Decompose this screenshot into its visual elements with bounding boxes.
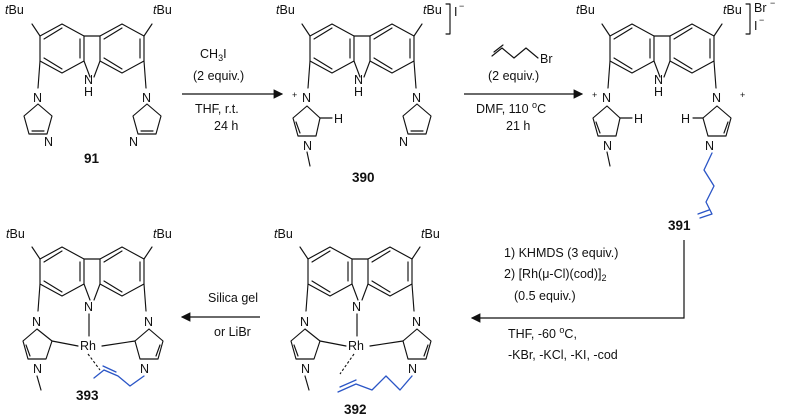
solvent-label: THF, r.t. (195, 102, 239, 116)
n-atom: N (129, 135, 138, 149)
n-atom: N (412, 91, 421, 105)
iodide-label: I (454, 5, 457, 19)
n-atom: N (408, 362, 417, 376)
bromide-reagent-label: Br (540, 52, 553, 66)
n-atom: N (705, 139, 714, 153)
nh-hydrogen: H (354, 85, 363, 99)
n-atom: N (84, 300, 93, 314)
condition-line: or LiBr (214, 325, 251, 339)
compound-label: 393 (76, 388, 99, 403)
tbu-label: tBu (723, 3, 742, 17)
time-label: 24 h (214, 119, 238, 133)
condition-line: (0.5 equiv.) (514, 289, 576, 303)
rh-atom: Rh (80, 339, 96, 353)
n-atom: N (602, 91, 611, 105)
nh-nitrogen: N (84, 73, 93, 87)
compound-label: 91 (84, 151, 100, 166)
nh-hydrogen: H (84, 85, 93, 99)
charge-minus: − (770, 0, 775, 8)
n-atom: N (301, 362, 310, 376)
compound-393: tBu tBu N Rh N N N N 393 (6, 227, 172, 403)
butenyl-chain (93, 369, 145, 387)
condition-line: 1) KHMDS (3 equiv.) (504, 246, 618, 260)
condition-line: 2) [Rh(μ-Cl)(cod)]2 (504, 267, 607, 283)
tbu-label: tBu (6, 227, 25, 241)
n-atom: N (142, 91, 151, 105)
n-atom: N (302, 91, 311, 105)
condition-line: THF, -60 oC, (508, 325, 577, 341)
tbu-label: tBu (276, 3, 295, 17)
butenyl-chain (337, 375, 413, 393)
h-atom: H (681, 112, 690, 126)
n-atom: N (412, 315, 421, 329)
n-atom: N (33, 362, 42, 376)
reaction-step-1: CH3I (2 equiv.) THF, r.t. 24 h (182, 47, 284, 133)
compound-391: tBu tBu Br − I − N H + N H N + N H N 391 (576, 0, 775, 233)
bromide-label: Br (754, 1, 767, 15)
n-atom: N (300, 315, 309, 329)
rh-atom: Rh (348, 339, 364, 353)
n-atom: N (33, 91, 42, 105)
time-label: 21 h (506, 119, 530, 133)
equiv-label: (2 equiv.) (193, 69, 244, 83)
condition-line: -KBr, -KCl, -KI, -cod (508, 348, 618, 362)
n-atom: N (303, 139, 312, 153)
reaction-step-2: Br (2 equiv.) DMF, 110 oC 21 h (464, 44, 584, 133)
n-atom: N (144, 315, 153, 329)
tbu-label: tBu (153, 3, 172, 17)
tbu-label: tBu (576, 3, 595, 17)
reaction-step-4: Silica gel or LiBr (180, 291, 260, 339)
compound-390: tBu tBu I − N H + N H N N N 390 (276, 1, 464, 185)
h-atom: H (334, 112, 343, 126)
h-atom: H (634, 112, 643, 126)
compound-392: tBu tBu N Rh N N N N 392 (274, 227, 440, 417)
tbu-label: tBu (421, 227, 440, 241)
tbu-label: tBu (153, 227, 172, 241)
butenyl-chain (699, 152, 715, 219)
condition-line: Silica gel (208, 291, 258, 305)
compound-label: 391 (668, 218, 691, 233)
n-atom: N (603, 139, 612, 153)
nh-nitrogen: N (354, 73, 363, 87)
solvent-label: DMF, 110 oC (476, 100, 546, 116)
n-atom: N (140, 362, 149, 376)
iodide-label: I (754, 19, 757, 33)
charge-minus: − (759, 15, 764, 25)
tbu-label: tBu (5, 3, 24, 17)
nh-nitrogen: N (654, 73, 663, 87)
reaction-step-3: 1) KHMDS (3 equiv.) 2) [Rh(μ-Cl)(cod)]2 … (470, 240, 685, 362)
charge-plus: + (292, 90, 297, 100)
nh-hydrogen: H (654, 85, 663, 99)
compound-label: 390 (352, 170, 375, 185)
tbu-label: tBu (423, 3, 442, 17)
equiv-label: (2 equiv.) (488, 69, 539, 83)
n-atom: N (352, 300, 361, 314)
reaction-arrow (470, 240, 685, 323)
n-atom: N (44, 135, 53, 149)
charge-minus: − (459, 1, 464, 11)
compound-label: 392 (344, 402, 367, 417)
compound-91: tBu tBu N H N N N N 91 (5, 3, 172, 166)
n-atom: N (712, 91, 721, 105)
reagent-label: CH3I (200, 47, 227, 63)
n-atom: N (32, 315, 41, 329)
charge-plus: + (592, 90, 597, 100)
tbu-label: tBu (274, 227, 293, 241)
charge-plus: + (740, 90, 745, 100)
n-atom: N (399, 135, 408, 149)
